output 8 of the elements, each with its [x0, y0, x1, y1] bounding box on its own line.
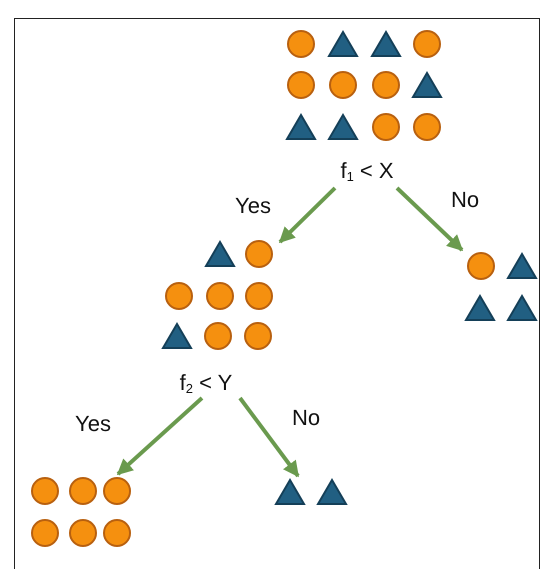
split-condition: f$_{1}$ < X: [340, 158, 394, 184]
arrow: [278, 186, 336, 244]
split-condition: f$_{2}$ < Y: [180, 370, 232, 396]
shape-group: [28, 474, 132, 550]
arrow: [396, 186, 464, 252]
arrow: [116, 396, 204, 476]
shape-group: [273, 476, 349, 508]
arrow: [238, 396, 300, 478]
